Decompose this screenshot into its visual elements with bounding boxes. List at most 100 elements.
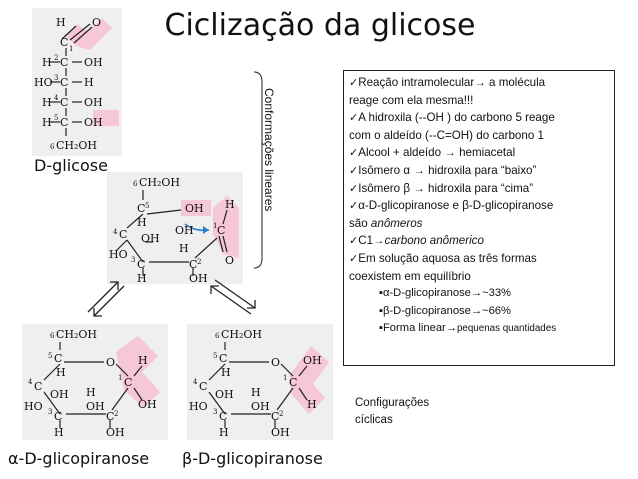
svg-text:C: C (60, 76, 68, 89)
svg-text:H: H (56, 366, 66, 379)
svg-text:H: H (56, 16, 66, 29)
svg-text:OH: OH (84, 116, 103, 129)
svg-text:H: H (42, 96, 52, 109)
linear-conformations-label: Conformações lineares (262, 88, 276, 212)
svg-text:H: H (86, 386, 96, 399)
svg-text:2: 2 (114, 410, 118, 418)
svg-text:C: C (60, 36, 68, 49)
svg-text:H: H (179, 242, 189, 255)
svg-text:O: O (92, 16, 101, 29)
svg-text:OH: OH (84, 96, 103, 109)
note-line: são anômeros (349, 216, 423, 230)
beta-d-glucopyranose-structure: 6 CH₂OH C 5 O H C 4 HO OH H C 3 H C 2 OH… (187, 324, 333, 440)
svg-text:4: 4 (28, 378, 33, 386)
svg-text:6: 6 (50, 332, 55, 340)
page-title: Ciclização da glicose (164, 8, 476, 43)
note-line: ✓Isômero α → hidroxila para “baixo” (349, 163, 537, 177)
svg-text:H: H (42, 56, 52, 69)
svg-text:OH: OH (215, 388, 234, 401)
svg-text:C: C (189, 258, 197, 271)
d-glucose-linear-structure: H O C 1 H C 2 OH HO C 3 H H C 4 OH H C 5… (32, 8, 122, 156)
note-line: ✓Em solução aquosa as três formas (349, 251, 537, 265)
svg-text:OH: OH (50, 388, 69, 401)
svg-text:C: C (137, 202, 145, 215)
svg-text:C: C (60, 56, 68, 69)
svg-text:OH: OH (303, 354, 322, 367)
svg-text:HO: HO (34, 76, 53, 89)
svg-text:C: C (199, 380, 207, 393)
note-line: ✓Isômero β → hidroxila para “cima” (349, 181, 534, 195)
oh-c5-highlight (181, 200, 211, 216)
svg-text:C: C (137, 258, 145, 271)
svg-text:4: 4 (113, 228, 118, 236)
svg-text:C: C (54, 352, 62, 365)
svg-text:C: C (60, 116, 68, 129)
svg-text:H: H (307, 398, 317, 411)
note-line: ✓Reação intramolecular→ a molécula (349, 76, 546, 89)
oh-highlight (93, 110, 119, 126)
svg-text:H: H (54, 426, 64, 439)
svg-text:OH: OH (189, 272, 208, 285)
svg-text:H: H (138, 354, 148, 367)
alpha-d-glucopyranose-structure: 6 CH₂OH C 5 O H C 4 HO OH H C 3 H C 2 OH… (22, 324, 168, 440)
svg-text:5: 5 (48, 352, 52, 360)
svg-text:H: H (221, 366, 231, 379)
svg-text:6: 6 (215, 332, 220, 340)
svg-text:4: 4 (193, 378, 198, 386)
svg-text:OH: OH (271, 426, 290, 439)
equilibrium-arrows-right (210, 279, 256, 315)
aldehyde-c1-highlight (213, 196, 239, 258)
svg-text:1: 1 (118, 374, 122, 382)
svg-text:3: 3 (54, 74, 58, 82)
svg-text:C: C (54, 410, 62, 423)
svg-text:HO: HO (189, 400, 208, 413)
cyclic-configurations-label: Configurações cíclicas (355, 397, 430, 426)
svg-text:6: 6 (50, 143, 55, 151)
svg-text:CH₂OH: CH₂OH (221, 328, 262, 341)
svg-text:CH₂OH: CH₂OH (56, 328, 97, 341)
svg-text:6: 6 (133, 180, 138, 188)
note-line: ✓A hidroxila (--OH ) do carbono 5 reage (349, 111, 555, 125)
svg-text:H: H (84, 76, 94, 89)
svg-text:H: H (137, 216, 147, 229)
note-line: reage com ela mesma!!! (349, 93, 474, 107)
svg-text:O: O (271, 356, 280, 369)
svg-text:CH₂OH: CH₂OH (56, 139, 97, 152)
svg-text:OH: OH (86, 400, 105, 413)
svg-text:C: C (34, 380, 42, 393)
svg-text:3: 3 (48, 408, 52, 416)
svg-text:HO: HO (109, 248, 128, 261)
note-line: com o aldeído (--C=OH) do carbono 1 (349, 128, 544, 142)
svg-text:H: H (219, 426, 229, 439)
svg-text:3: 3 (131, 256, 135, 264)
svg-text:3: 3 (213, 408, 217, 416)
note-subitem: ▪α-D-glicopiranose→~33% (379, 287, 512, 300)
alpha-glucopyranose-label: α-D-glicopiranose (8, 449, 150, 468)
glucose-curled-linear-structure: 6 CH₂OH C 5 OH H C 4 HO OH C 3 H C 2 OH … (107, 172, 243, 285)
svg-text:1: 1 (213, 222, 217, 230)
anomeric-oh-up-highlight (289, 346, 329, 414)
svg-text:C: C (219, 352, 227, 365)
svg-text:OH: OH (138, 398, 157, 411)
svg-text:C: C (60, 96, 68, 109)
beta-glucopyranose-label: β-D-glicopiranose (182, 449, 323, 468)
svg-text:1: 1 (283, 374, 287, 382)
svg-text:H: H (225, 198, 235, 211)
svg-text:2: 2 (279, 410, 283, 418)
linear-conformations-bracket (253, 71, 263, 269)
d-glucose-label: D-glicose (34, 156, 108, 175)
svg-text:H: H (42, 116, 52, 129)
note-line: coexistem em equilíbrio (349, 269, 471, 283)
svg-text:2: 2 (54, 54, 58, 62)
note-subitem: ▪β-D-glicopiranose→~66% (379, 304, 511, 317)
svg-text:5: 5 (145, 202, 149, 210)
note-line: ✓C1→carbono anômerico (349, 234, 484, 248)
svg-text:OH: OH (175, 224, 194, 237)
note-line: ✓Alcool + aldeído → hemiacetal (349, 146, 516, 160)
svg-text:OH: OH (251, 400, 270, 413)
aldehyde-highlight (66, 18, 112, 50)
svg-text:C: C (106, 410, 114, 423)
svg-text:C: C (219, 410, 227, 423)
svg-text:C: C (217, 224, 225, 237)
svg-text:2: 2 (197, 258, 201, 266)
